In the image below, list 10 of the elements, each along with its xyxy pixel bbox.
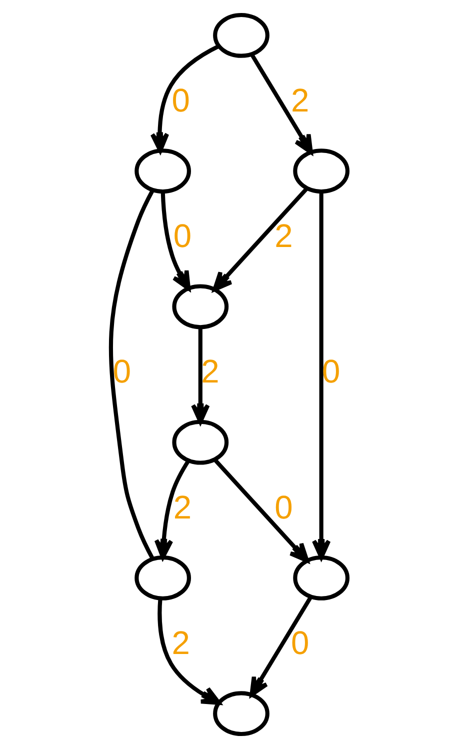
edge-label: 2	[172, 624, 190, 661]
edge-label: 0	[172, 81, 190, 118]
edge-label: 2	[274, 217, 293, 254]
edge-label: 0	[112, 352, 132, 390]
edge-label: 2	[290, 81, 310, 118]
edge-label: 2	[173, 488, 192, 526]
edge-label: 0	[173, 217, 192, 254]
edge-label: 0	[274, 488, 293, 526]
edge-label: 0	[290, 624, 310, 661]
edge-label: 2	[201, 352, 220, 390]
